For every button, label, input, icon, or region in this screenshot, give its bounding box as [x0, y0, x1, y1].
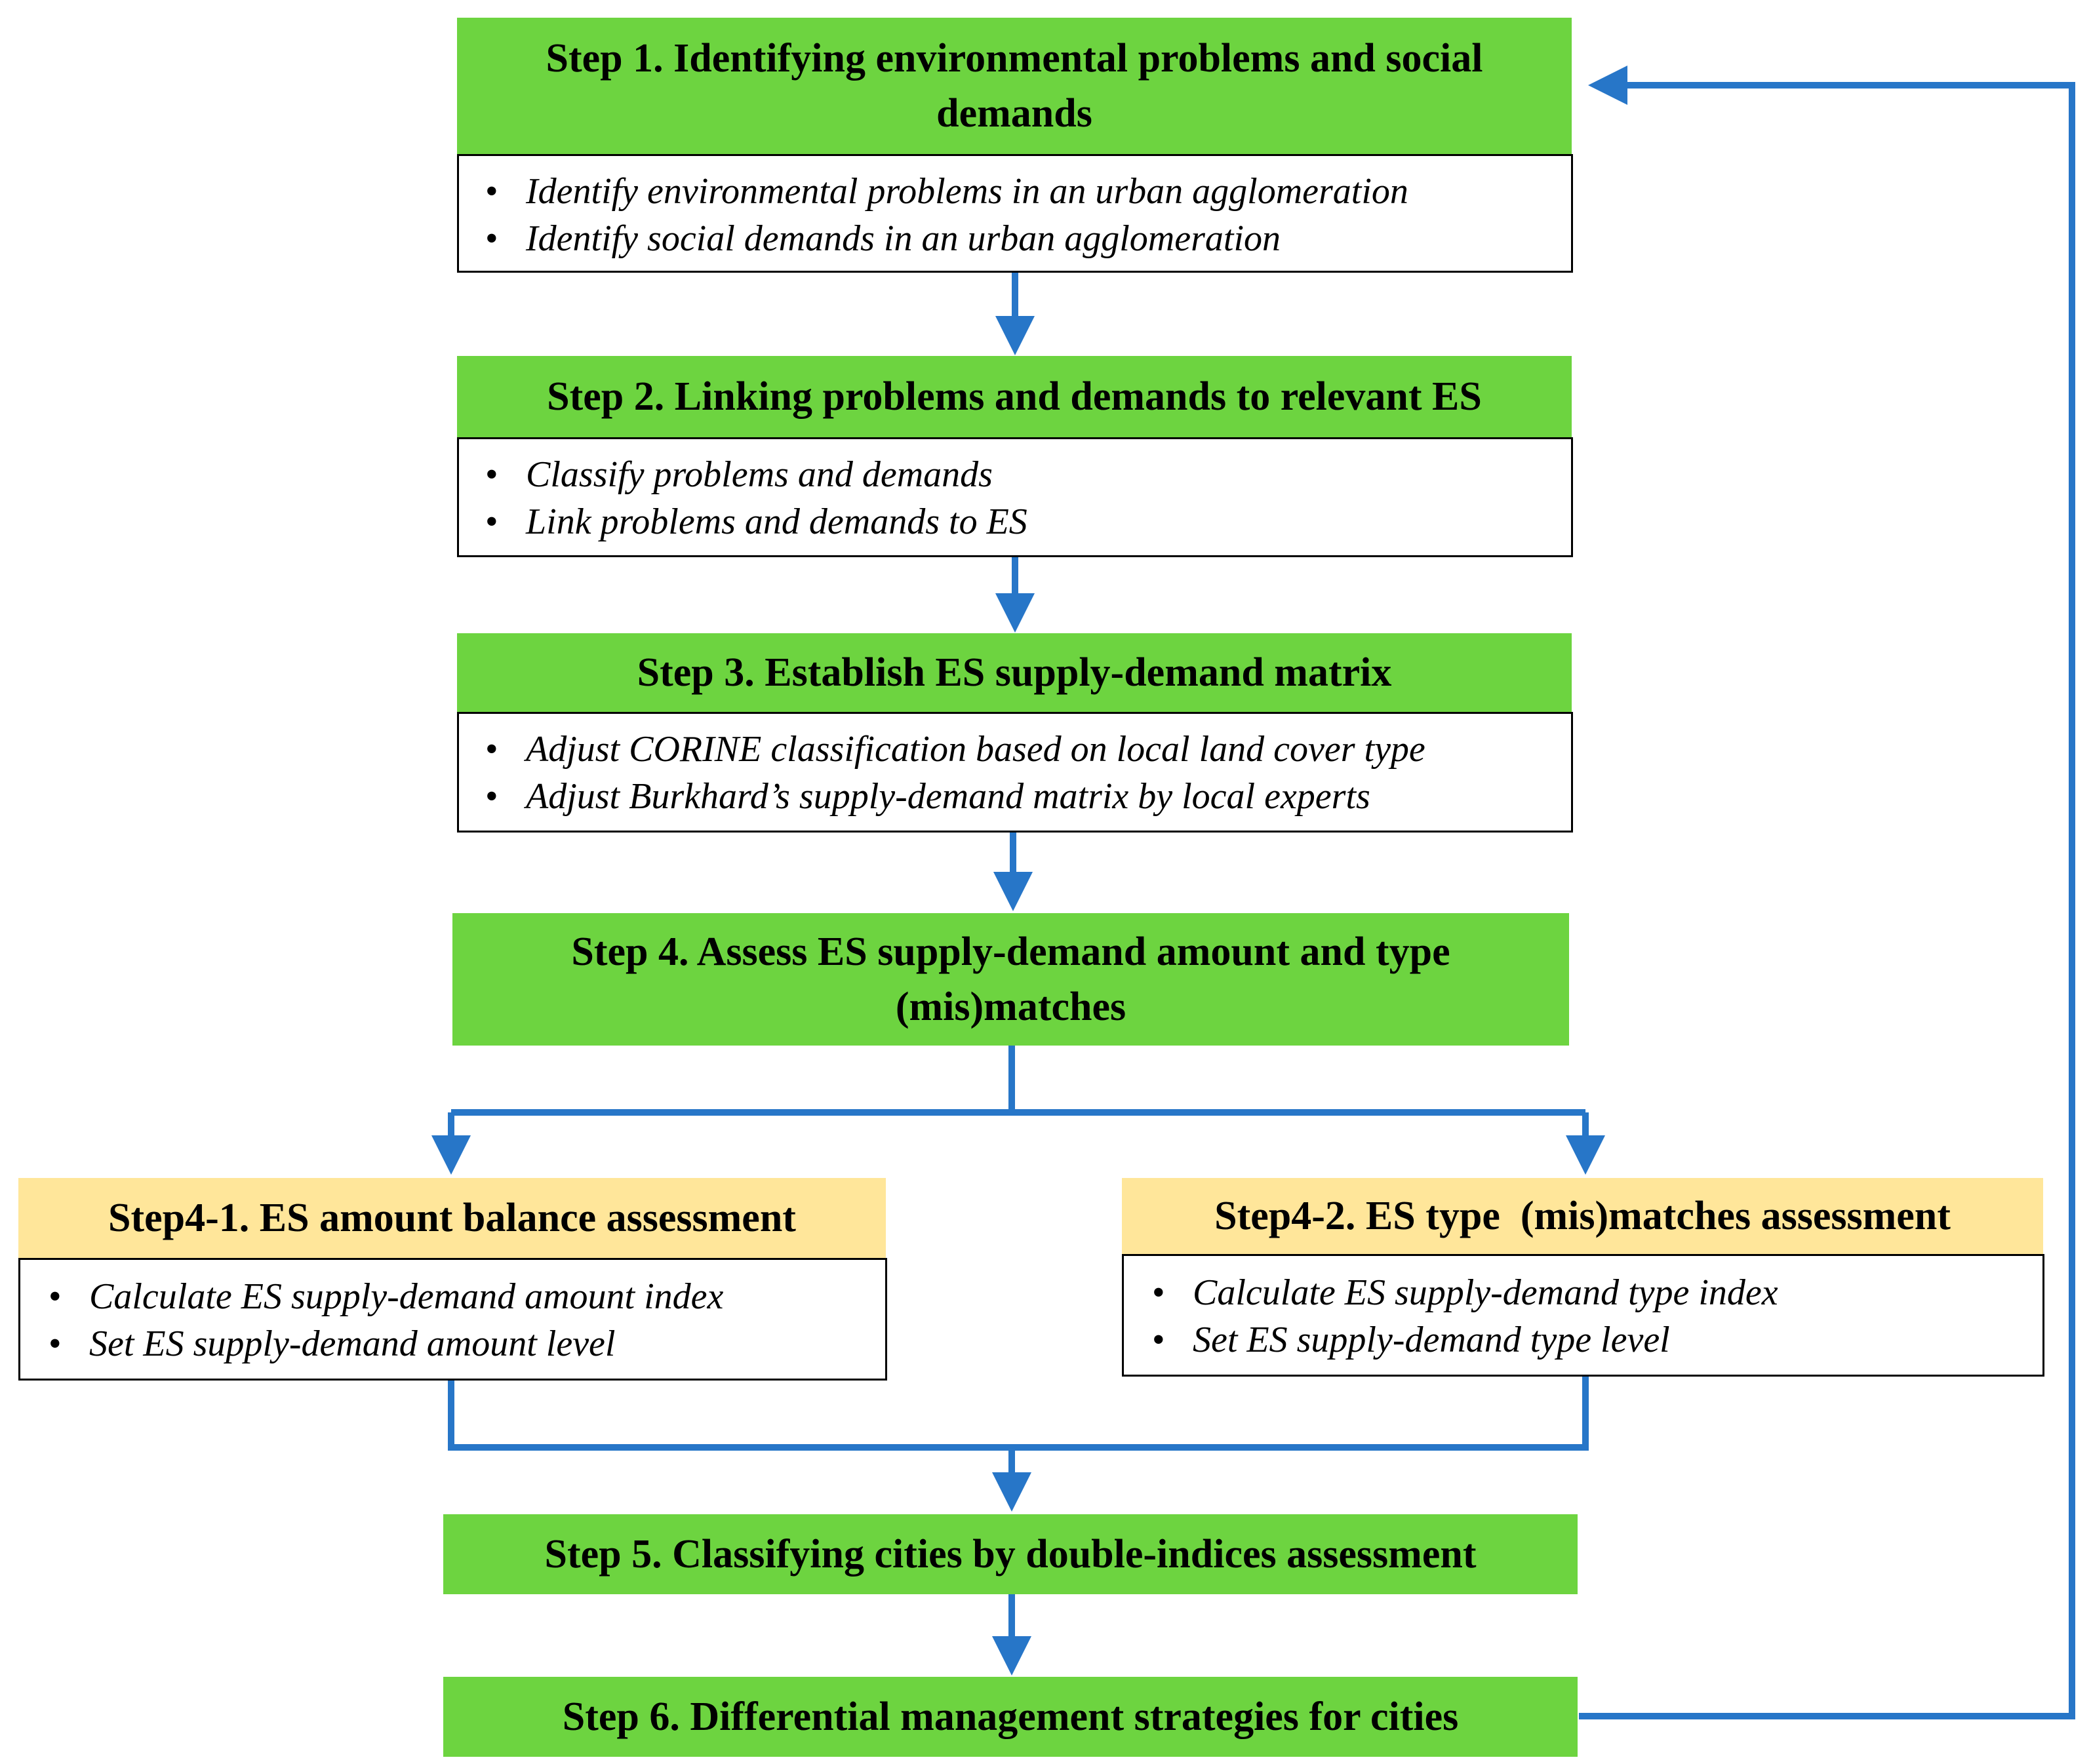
- step4-1-details: •Calculate ES supply-demand amount index…: [18, 1258, 887, 1381]
- step1-details: •Identify environmental problems in an u…: [457, 154, 1573, 273]
- step1-title: Step 1. Identifying environmental proble…: [546, 36, 1483, 136]
- step3-bullet-2: •Adjust Burkhard’s supply-demand matrix …: [485, 773, 1571, 820]
- step2-header: Step 2. Linking problems and demands to …: [457, 356, 1572, 437]
- step6-title: Step 6. Differential management strategi…: [562, 1695, 1459, 1739]
- bullet-icon: •: [1152, 1320, 1165, 1360]
- connector-merge-to-step5: [448, 1377, 1589, 1451]
- step4-2-bullet-2: •Set ES supply-demand type level: [1152, 1316, 2042, 1363]
- step4-2-title: Step4-2. ES type (mis)matches assessment: [1214, 1194, 1951, 1238]
- step4-1-bullet-2: •Set ES supply-demand amount level: [49, 1320, 885, 1367]
- step3-header: Step 3. Establish ES supply-demand matri…: [457, 633, 1572, 712]
- step1-bullet-1: •Identify environmental problems in an u…: [485, 168, 1571, 215]
- step5-header: Step 5. Classifying cities by double-ind…: [443, 1514, 1578, 1594]
- step3-title: Step 3. Establish ES supply-demand matri…: [637, 650, 1392, 695]
- bullet-icon: •: [485, 454, 498, 495]
- step3-bullet-1: •Adjust CORINE classification based on l…: [485, 726, 1571, 773]
- bullet-icon: •: [485, 501, 498, 542]
- bullet-icon: •: [485, 218, 498, 259]
- bullet-icon: •: [49, 1276, 62, 1317]
- step3-details: •Adjust CORINE classification based on l…: [457, 712, 1573, 833]
- step5-title: Step 5. Classifying cities by double-ind…: [544, 1532, 1477, 1577]
- bullet-icon: •: [485, 171, 498, 212]
- bullet-icon: •: [485, 729, 498, 770]
- step4-1-title: Step4-1. ES amount balance assessment: [108, 1196, 796, 1240]
- step4-2-header: Step4-2. ES type (mis)matches assessment: [1122, 1178, 2043, 1254]
- step2-details: •Classify problems and demands •Link pro…: [457, 437, 1573, 557]
- bullet-icon: •: [49, 1323, 62, 1364]
- step2-title: Step 2. Linking problems and demands to …: [547, 374, 1482, 419]
- step4-header: Step 4. Assess ES supply-demand amount a…: [452, 913, 1569, 1046]
- step2-bullet-1: •Classify problems and demands: [485, 451, 1571, 498]
- bullet-icon: •: [1152, 1272, 1165, 1313]
- step4-1-header: Step4-1. ES amount balance assessment: [18, 1178, 886, 1258]
- bullet-icon: •: [485, 776, 498, 817]
- step4-1-bullet-1: •Calculate ES supply-demand amount index: [49, 1273, 885, 1320]
- step4-2-details: •Calculate ES supply-demand type index •…: [1122, 1254, 2044, 1377]
- step1-header: Step 1. Identifying environmental proble…: [457, 18, 1572, 154]
- step1-bullet-2: •Identify social demands in an urban agg…: [485, 215, 1571, 262]
- step6-header: Step 6. Differential management strategi…: [443, 1677, 1578, 1757]
- feedback-loop-step6-to-step1: [1579, 66, 2075, 1719]
- step4-title: Step 4. Assess ES supply-demand amount a…: [571, 930, 1450, 1029]
- connector-step4-split: [451, 1046, 1585, 1116]
- step2-bullet-2: •Link problems and demands to ES: [485, 498, 1571, 545]
- step4-2-bullet-1: •Calculate ES supply-demand type index: [1152, 1269, 2042, 1316]
